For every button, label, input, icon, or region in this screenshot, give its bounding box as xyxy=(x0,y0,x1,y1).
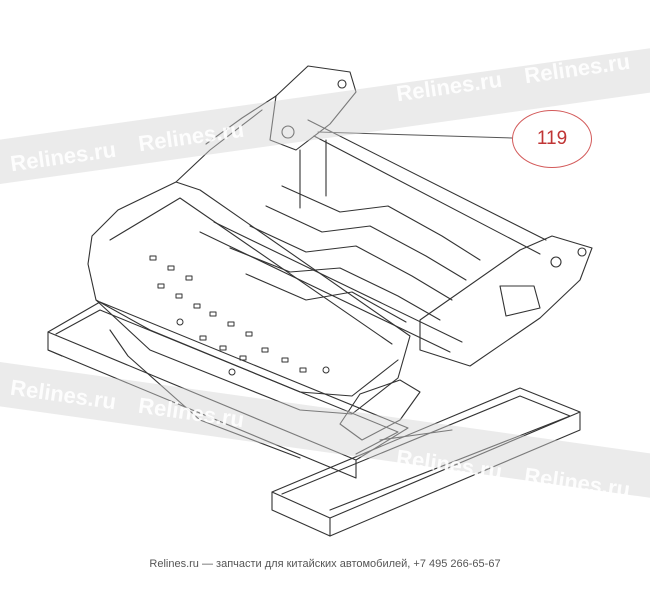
footer-caption: Relines.ru — запчасти для китайских авто… xyxy=(149,558,501,570)
seat-pan xyxy=(87,181,411,415)
rear-hinge xyxy=(269,65,357,151)
part-number-callout[interactable]: 119 xyxy=(512,110,592,168)
left-rail xyxy=(47,301,409,461)
part-number-label: 119 xyxy=(536,128,568,149)
side-frame-right xyxy=(419,235,593,367)
